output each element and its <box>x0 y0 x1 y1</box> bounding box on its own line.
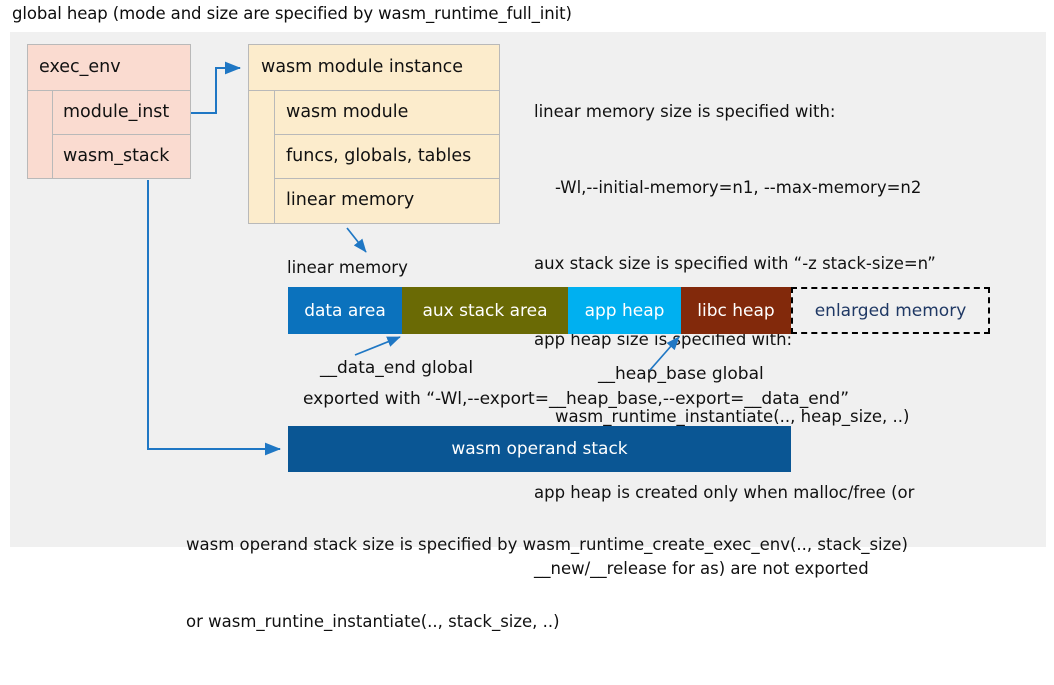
linear-memory-row-label: linear memory <box>286 190 415 210</box>
exec-env-row-module-inst: module_inst <box>52 90 191 135</box>
annotation-heap-base-global: __heap_base global <box>598 364 764 384</box>
memory-segment-app-heap: app heap <box>568 287 681 334</box>
module-inst-label: module_inst <box>63 102 170 122</box>
page-title: global heap (mode and size are specified… <box>12 4 572 23</box>
memory-segment-aux-stack-area: aux stack area <box>402 287 568 334</box>
memory-segment-enlarged-memory: enlarged memory <box>791 287 990 334</box>
exec-env-group: exec_env module_inst wasm_stack <box>27 44 191 179</box>
memory-segment-libc-heap: libc heap <box>681 287 791 334</box>
note-line: app heap is created only when malloc/fre… <box>534 482 915 502</box>
exec-env-header: exec_env <box>27 44 191 91</box>
wasm-module-instance-group: wasm module instance wasm module funcs, … <box>248 44 500 224</box>
annotation-data-end-global: __data_end global <box>320 358 474 378</box>
wasm-module-instance-label: wasm module instance <box>261 57 464 77</box>
wasm-operand-stack-box: wasm operand stack <box>288 426 791 472</box>
note-line: wasm_runtime_instantiate(.., heap_size, … <box>534 406 910 426</box>
note-line: linear memory size is specified with: <box>534 101 836 121</box>
note-line: wasm operand stack size is specified by … <box>186 535 908 554</box>
note-line: -Wl,--initial-memory=n1, --max-memory=n2 <box>534 178 922 198</box>
wasm-stack-label: wasm_stack <box>63 146 170 166</box>
wasm-module-instance-header: wasm module instance <box>248 44 500 91</box>
note-line: aux stack size is specified with “-z sta… <box>534 254 936 274</box>
exec-env-row-wasm-stack: wasm_stack <box>52 134 191 179</box>
module-instance-row-funcs-globals-tables: funcs, globals, tables <box>274 134 500 179</box>
annotation-exported-with: exported with “-Wl,--export=__heap_base,… <box>303 389 850 409</box>
exec-env-label: exec_env <box>39 57 121 77</box>
diagram-canvas: global heap (mode and size are specified… <box>10 4 1046 631</box>
linear-memory-bar: data area aux stack area app heap libc h… <box>288 287 990 334</box>
module-instance-row-linear-memory: linear memory <box>274 178 500 224</box>
module-instance-row-wasm-module: wasm module <box>274 90 500 135</box>
operand-stack-notes: wasm operand stack size is specified by … <box>186 481 1046 685</box>
memory-segment-data-area: data area <box>288 287 402 334</box>
wasm-module-label: wasm module <box>286 102 409 122</box>
funcs-globals-tables-label: funcs, globals, tables <box>286 146 472 166</box>
linear-memory-caption: linear memory <box>287 258 408 277</box>
note-line: or wasm_runtine_instantiate(.., stack_si… <box>186 611 560 631</box>
